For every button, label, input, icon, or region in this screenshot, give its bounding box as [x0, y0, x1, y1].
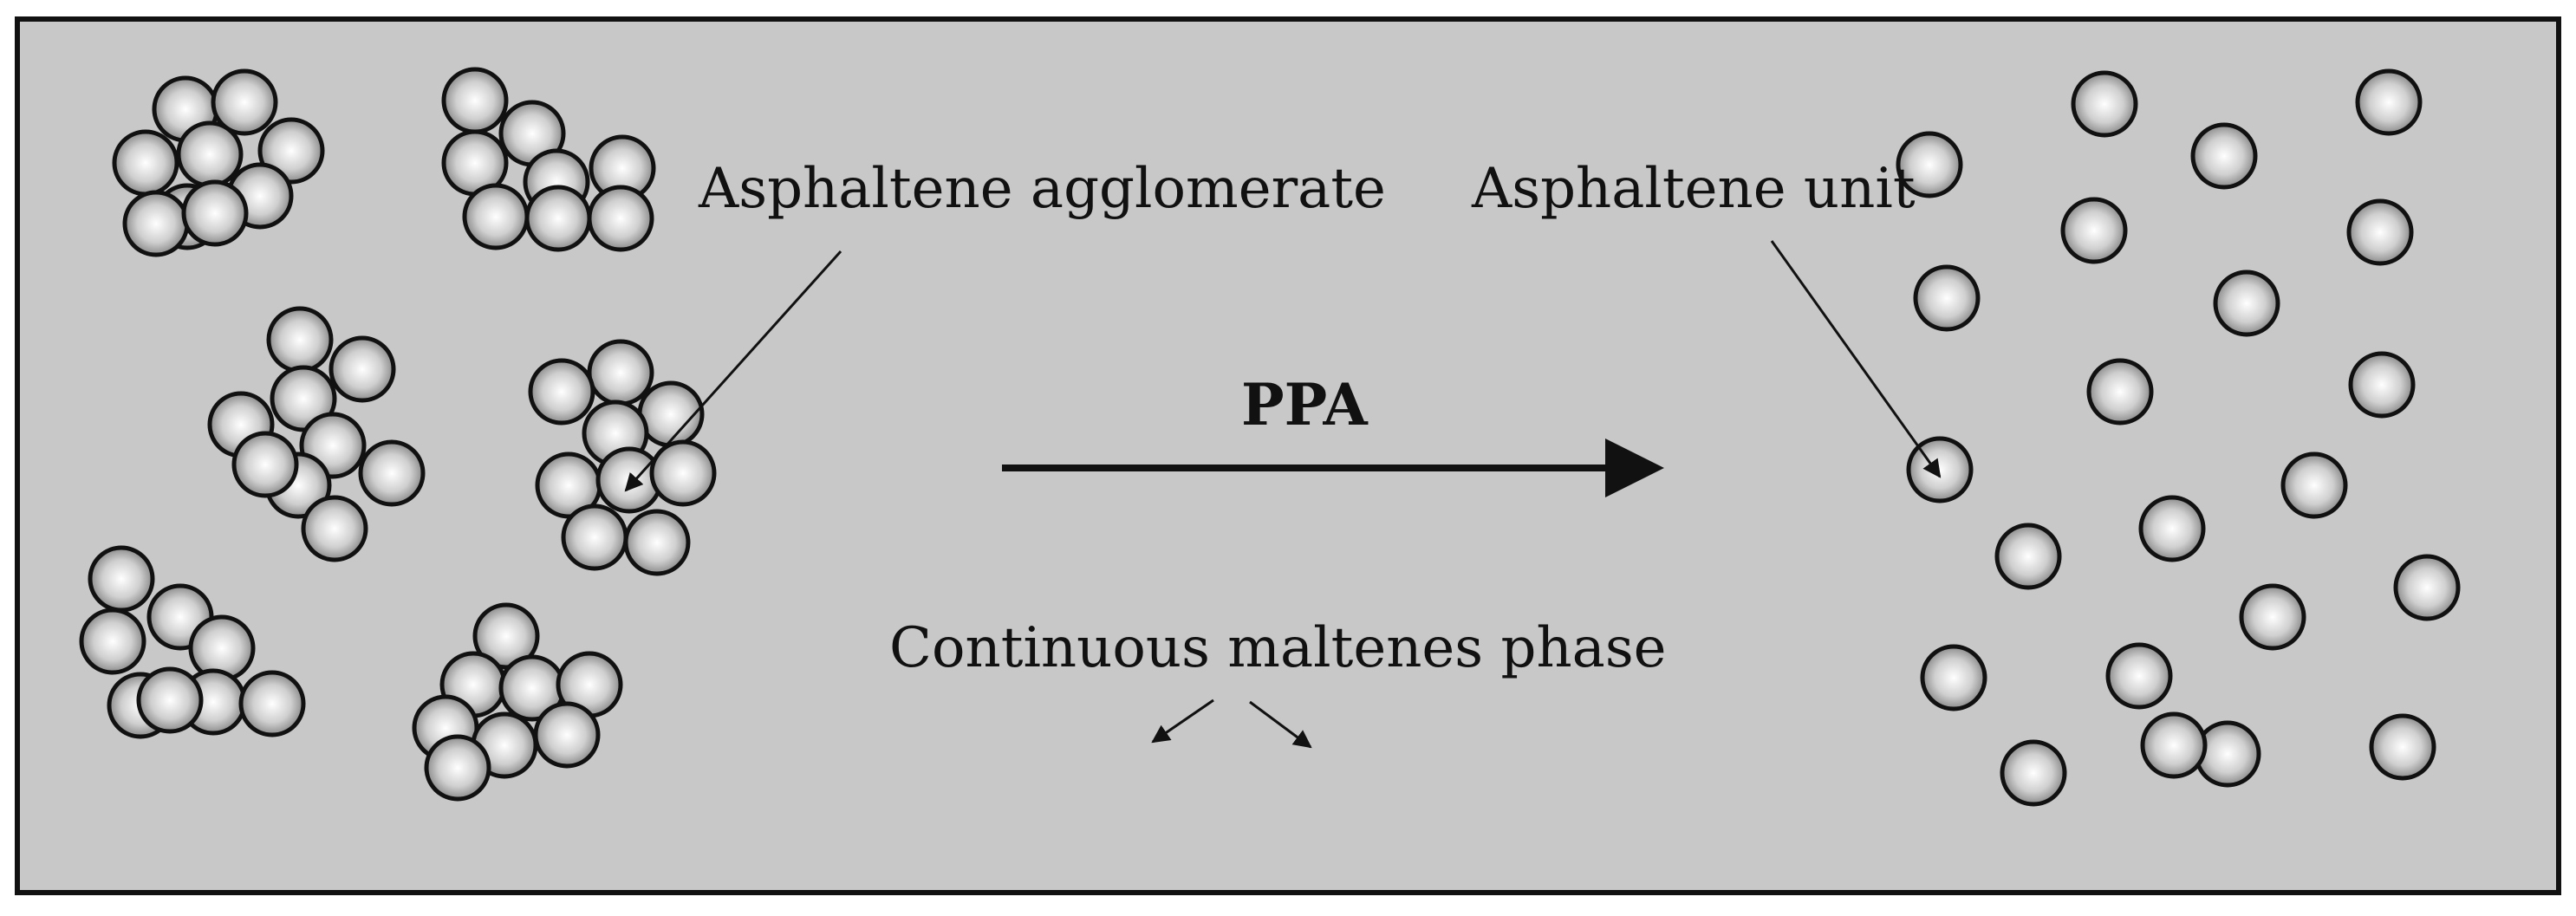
asphaltene-unit-sphere — [2346, 198, 2414, 266]
asphaltene-unit-sphere — [2060, 197, 2128, 264]
asphaltene-unit-sphere — [2138, 495, 2206, 562]
asphaltene-sphere — [88, 545, 155, 613]
ppa-process-arrow — [1002, 439, 1664, 497]
asphaltene-sphere — [79, 607, 146, 675]
continuous-maltenes-phase-label: Continuous maltenes phase — [889, 616, 1667, 680]
asphaltene-unit-sphere — [2071, 70, 2138, 138]
asphaltene-sphere — [561, 503, 628, 571]
asphaltene-sphere — [649, 439, 717, 507]
asphaltene-sphere — [301, 495, 368, 562]
asphaltene-sphere — [462, 183, 530, 250]
asphaltene-sphere — [231, 431, 299, 498]
asphaltene-sphere — [238, 670, 306, 737]
asphaltene-unit-sphere — [2213, 270, 2280, 337]
agglomerate-cluster — [441, 67, 656, 252]
asphaltene-sphere — [587, 185, 654, 252]
asphaltene-unit-label: Asphaltene unit — [1472, 157, 1916, 221]
asphaltene-unit-sphere — [2355, 68, 2423, 136]
asphaltene-unit-sphere — [2140, 711, 2208, 779]
asphaltene-sphere — [587, 339, 654, 406]
asphaltene-sphere — [176, 120, 244, 188]
asphaltene-unit-sphere — [1896, 131, 1963, 198]
asphaltene-unit-sphere — [2190, 122, 2258, 190]
asphaltene-unit-sphere — [2369, 713, 2436, 781]
asphaltene-sphere — [358, 439, 426, 507]
asphaltene-unit-sphere — [1913, 264, 1981, 332]
asphaltene-sphere — [533, 701, 601, 769]
ppa-process-label: PPA — [1241, 371, 1368, 439]
asphaltene-sphere — [211, 68, 278, 136]
asphaltene-unit-sphere — [2105, 642, 2173, 710]
agglomerate-cluster — [412, 602, 623, 802]
asphaltene-unit-sphere — [1994, 523, 2062, 590]
asphaltene-sphere — [329, 335, 396, 403]
agglomerate-cluster — [207, 306, 426, 562]
asphaltene-sphere — [524, 185, 592, 252]
asphaltene-unit-sphere — [2393, 554, 2461, 621]
asphaltene-sphere — [623, 509, 691, 576]
asphaltene-sphere — [181, 179, 249, 247]
asphaltene-sphere — [112, 129, 179, 197]
unit-pointer-arrow — [1770, 240, 1942, 478]
asphaltene-unit-sphere — [2280, 452, 2348, 519]
agglomerate-pointer-arrow — [624, 250, 842, 492]
agglomerate-cluster — [528, 339, 717, 576]
phase-arrow-right — [1249, 700, 1312, 749]
asphaltene-sphere — [424, 734, 491, 802]
phase-arrow-left — [1151, 698, 1214, 744]
asphaltene-agglomerate-label: Asphaltene agglomerate — [699, 157, 1386, 221]
asphaltene-unit-sphere — [2000, 739, 2067, 807]
asphaltene-unit-sphere — [2348, 351, 2416, 419]
asphaltene-sphere — [266, 306, 334, 374]
asphaltene-unit-sphere — [1920, 644, 1987, 711]
asphaltene-sphere — [528, 358, 595, 426]
asphaltene-agglomerates — [79, 67, 717, 802]
asphaltene-sphere — [122, 190, 190, 257]
agglomerate-cluster — [79, 545, 306, 739]
asphaltene-sphere — [441, 67, 509, 134]
asphaltene-sphere — [136, 666, 204, 734]
asphaltene-unit-sphere — [2086, 358, 2154, 426]
asphaltene-unit-sphere — [2239, 583, 2306, 651]
agglomerate-cluster — [112, 68, 325, 257]
